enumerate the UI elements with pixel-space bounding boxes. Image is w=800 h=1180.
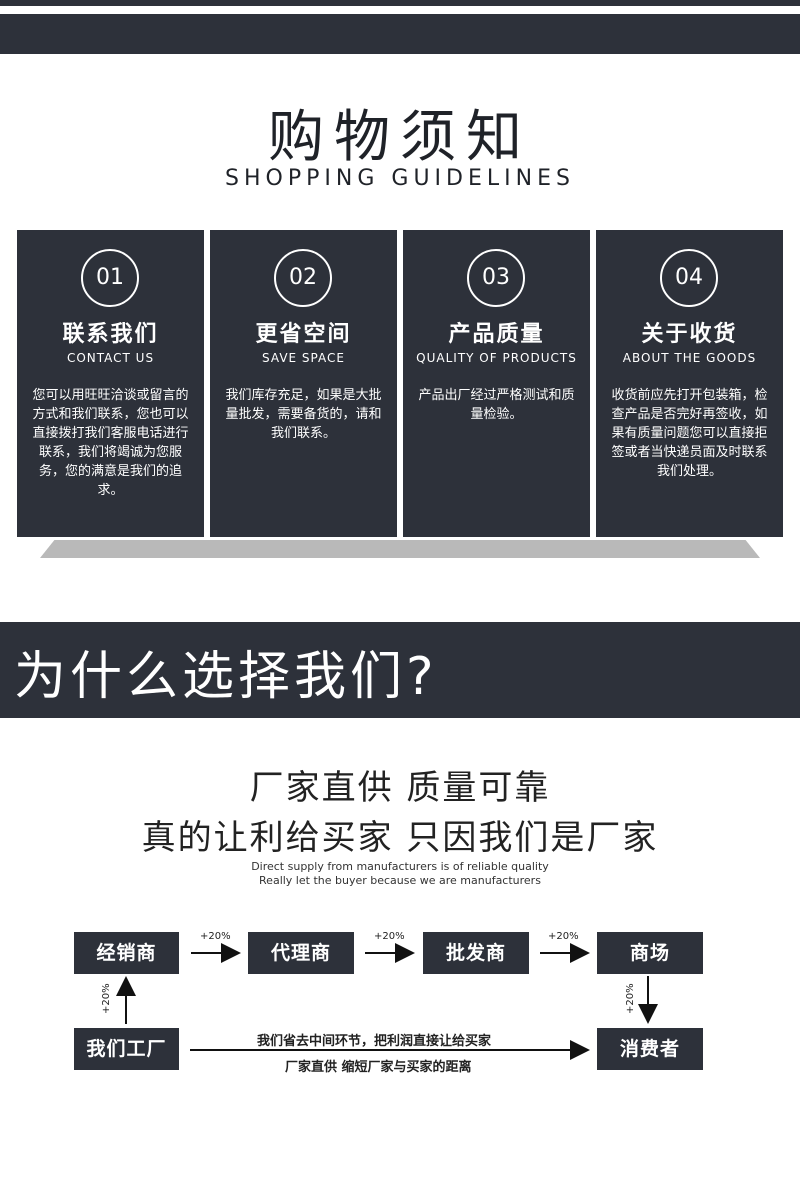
slogan-line-1: 厂家直供 质量可靠 xyxy=(249,768,551,808)
markup-label: +20% xyxy=(101,983,112,1014)
flow-box-consumer: 消费者 xyxy=(597,1028,703,1070)
flow-box-agent: 代理商 xyxy=(248,932,354,974)
card-title: 产品质量 xyxy=(448,322,545,347)
card-title: 联系我们 xyxy=(62,322,159,347)
top-band xyxy=(0,14,800,54)
guideline-cards: 01 联系我们 CONTACT US 您可以用旺旺洽谈或留言的方式和我们联系，您… xyxy=(17,230,784,538)
top-line xyxy=(0,0,800,6)
card-number: 03 xyxy=(467,249,525,307)
markup-label: +20% xyxy=(625,983,636,1014)
markup-label: +20% xyxy=(200,931,231,942)
flow-box-mall: 商场 xyxy=(597,932,703,974)
top-banner xyxy=(0,0,800,54)
flow-box-wholesaler: 批发商 xyxy=(423,932,529,974)
flow-note-2: 厂家直供 缩短厂家与买家的距离 xyxy=(285,1060,472,1075)
guideline-card-contact: 01 联系我们 CONTACT US 您可以用旺旺洽谈或留言的方式和我们联系，您… xyxy=(17,230,204,537)
card-title: 更省空间 xyxy=(255,322,352,347)
card-body: 您可以用旺旺洽谈或留言的方式和我们联系，您也可以直接拨打我们客服电话进行联系，我… xyxy=(32,388,189,498)
markup-label: +20% xyxy=(548,931,579,942)
guideline-card-space: 02 更省空间 SAVE SPACE 我们库存充足，如果是大批量批发，需要备货的… xyxy=(210,230,397,537)
flow-box-dealer: 经销商 xyxy=(74,932,179,974)
slogan-line-2: 真的让利给买家 只因我们是厂家 xyxy=(141,818,659,858)
card-body: 产品出厂经过严格测试和质量检验。 xyxy=(418,388,575,422)
guideline-card-quality: 03 产品质量 QUALITY OF PRODUCTS 产品出厂经过严格测试和质… xyxy=(403,230,590,537)
card-title: 关于收货 xyxy=(641,322,738,347)
page-title: 购物须知 xyxy=(268,105,532,170)
slogan-english-1: Direct supply from manufacturers is of r… xyxy=(251,860,549,873)
card-subtitle: ABOUT THE GOODS xyxy=(622,351,757,365)
card-body: 我们库存充足，如果是大批量批发，需要备货的，请和我们联系。 xyxy=(225,388,382,441)
slogan-english-2: Really let the buyer because we are manu… xyxy=(259,874,541,887)
guideline-card-goods: 04 关于收货 ABOUT THE GOODS 收货前应先打开包装箱，检查产品是… xyxy=(596,230,783,537)
flow-box-factory: 我们工厂 xyxy=(74,1028,179,1070)
card-subtitle: CONTACT US xyxy=(66,351,155,365)
card-number: 04 xyxy=(660,249,718,307)
page-subtitle: SHOPPING GUIDELINES xyxy=(225,166,575,191)
flow-note-1: 我们省去中间环节，把利润直接让给买家 xyxy=(257,1034,492,1049)
why-title: 为什么选择我们? xyxy=(14,647,438,707)
card-subtitle: SAVE SPACE xyxy=(262,351,345,365)
cards-shadow xyxy=(40,540,760,558)
markup-label: +20% xyxy=(374,931,405,942)
why-banner: 为什么选择我们? xyxy=(0,622,800,718)
card-body: 收货前应先打开包装箱，检查产品是否完好再签收，如果有质量问题您可以直接拒签或者当… xyxy=(611,388,768,479)
card-number: 01 xyxy=(81,249,139,307)
card-number: 02 xyxy=(274,249,332,307)
card-subtitle: QUALITY OF PRODUCTS xyxy=(416,351,577,365)
slogan-english: Direct supply from manufacturers is of r… xyxy=(0,860,800,888)
